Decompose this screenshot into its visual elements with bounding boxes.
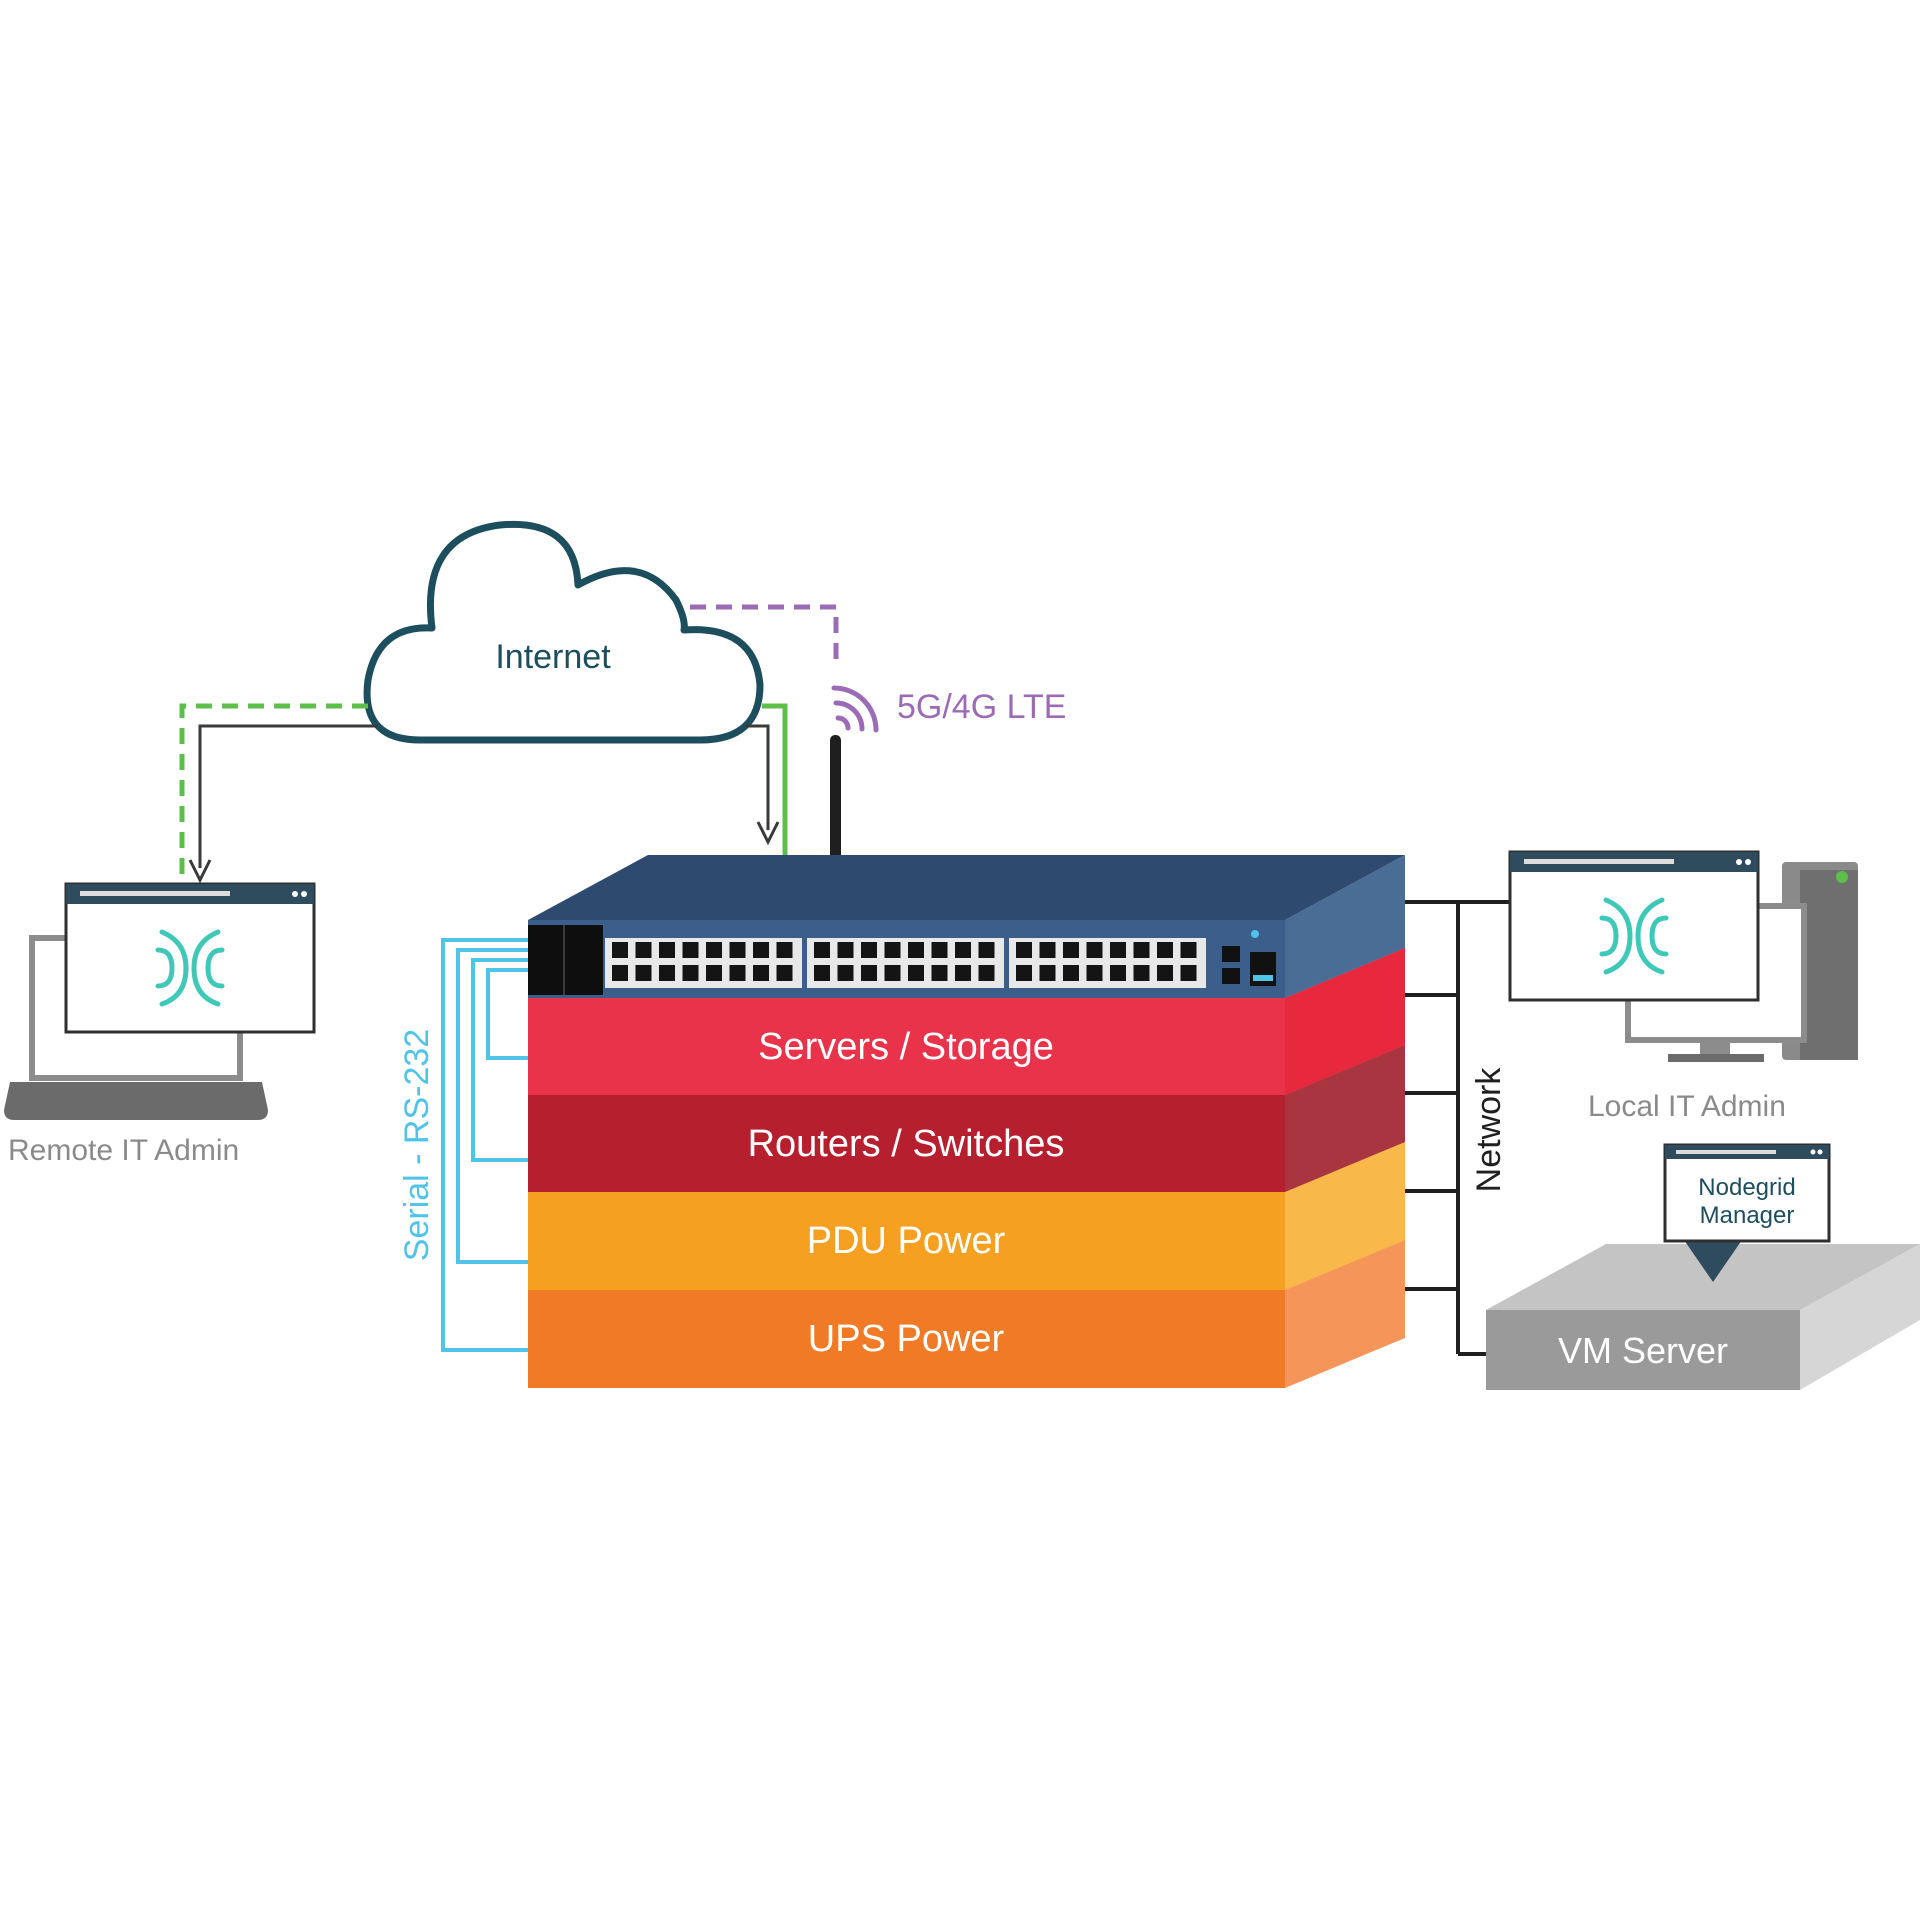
rack-label-routers: Routers / Switches [748,1123,1065,1165]
ethernet-port [1016,942,1032,958]
ethernet-port [635,942,652,958]
remote-link-line [198,724,378,868]
switch-port-grid [612,942,1197,981]
ethernet-port [884,942,901,958]
switch-port-panel-1 [605,938,802,988]
local-admin-label: Local IT Admin [1588,1090,1786,1123]
ethernet-port [861,965,877,981]
serial-lines [441,938,528,1352]
switch-port-panel-2 [807,938,1004,988]
ethernet-port [659,942,675,958]
ethernet-port [682,942,699,958]
green-dashed-line [179,703,368,880]
switch-link-line [745,724,770,830]
ethernet-port [1133,965,1150,981]
ethernet-port [978,965,995,981]
vm-server-label: VM Server [1558,1330,1728,1371]
internet-cloud: Internet [363,520,764,744]
brand-fingerprint-icon [1599,897,1669,975]
brand-fingerprint-icon [155,929,225,1007]
vm-server: VM Server [1486,1244,1920,1390]
ethernet-port [706,942,722,958]
ethernet-port [1063,942,1079,958]
ethernet-port [659,965,675,981]
switch-uplink-port-2 [1222,968,1240,984]
ethernet-port [1110,965,1126,981]
nodegrid-manager-line1: Nodegrid [1698,1174,1795,1201]
ethernet-port [861,942,877,958]
ethernet-port [1063,965,1079,981]
serial-label: Serial - RS-232 [398,1029,436,1261]
ethernet-port [1086,942,1103,958]
antenna [830,735,841,860]
ethernet-port [612,942,628,958]
ethernet-port [955,942,971,958]
ethernet-port [776,942,793,958]
ethernet-port [1133,942,1150,958]
ethernet-port [706,965,722,981]
switch-uplink-port-1 [1222,946,1240,962]
ethernet-port [753,942,769,958]
rack-label-pdu: PDU Power [807,1220,1006,1262]
ethernet-port [1016,965,1032,981]
nodegrid-manager-window: Nodegrid Manager [1663,1143,1831,1282]
switch-port-panel-3 [1009,938,1206,988]
ethernet-port [729,942,746,958]
ethernet-port [1180,942,1197,958]
ethernet-port [908,942,924,958]
ethernet-port [955,965,971,981]
remote-admin-label: Remote IT Admin [8,1134,239,1167]
cloud-label: Internet [495,638,611,676]
ethernet-port [908,965,924,981]
ethernet-port [814,942,830,958]
switch-status-led [1251,930,1259,938]
rack-stack: UPS Power PDU Power Routers / Switches S… [528,855,1405,1388]
ethernet-port [837,965,854,981]
ethernet-port [884,965,901,981]
remote-admin-laptop [4,882,316,1120]
network-lines [1405,900,1510,1356]
ethernet-port [931,965,948,981]
wireless-signal-icon [831,685,879,733]
switch-console-block [528,925,603,995]
purple-dashed-line [690,604,839,665]
ethernet-port [837,942,854,958]
ethernet-port [635,965,652,981]
ethernet-port [1039,942,1056,958]
local-admin-desktop [1508,850,1858,1062]
ethernet-port [1180,965,1197,981]
green-solid-line [762,703,788,855]
ethernet-port [978,942,995,958]
ethernet-port [612,965,628,981]
ethernet-port [776,965,793,981]
ethernet-port [1110,942,1126,958]
cellular-label: 5G/4G LTE [897,688,1066,726]
ethernet-port [1039,965,1056,981]
ethernet-port [814,965,830,981]
nodegrid-manager-line2: Manager [1700,1202,1795,1229]
ethernet-port [1157,942,1173,958]
ethernet-port [682,965,699,981]
ethernet-port [729,965,746,981]
ethernet-port [1086,965,1103,981]
cloud-shape [363,520,764,744]
remote-arrow-head [188,859,212,884]
nodegrid-switch [528,855,1405,998]
rack-label-servers: Servers / Storage [758,1026,1054,1068]
ethernet-port [753,965,769,981]
ethernet-port [931,942,948,958]
network-label: Network [1470,1067,1508,1193]
rack-label-ups: UPS Power [808,1318,1005,1360]
switch-arrow-head [756,821,780,846]
ethernet-port [1157,965,1173,981]
